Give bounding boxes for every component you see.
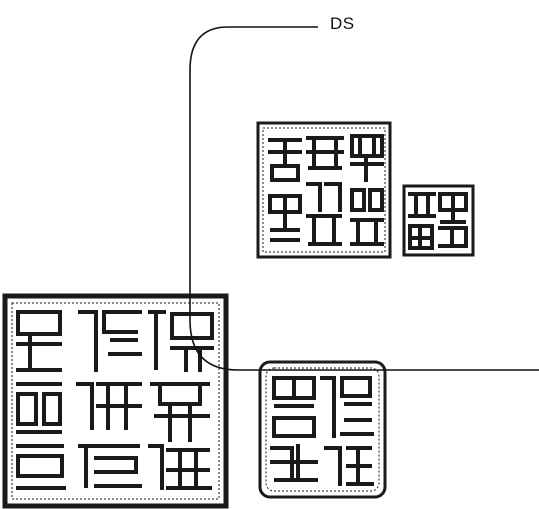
seal-glyph bbox=[78, 444, 142, 488]
seal-glyph bbox=[408, 224, 434, 250]
seal-glyph bbox=[268, 138, 302, 182]
seal-bottom-middle bbox=[258, 360, 387, 499]
seal-glyph bbox=[268, 194, 302, 242]
seal-large-bottom-left bbox=[2, 293, 229, 509]
ds-leader-line bbox=[189, 26, 539, 371]
seal-glyph bbox=[148, 310, 214, 372]
seal-glyph bbox=[306, 136, 344, 170]
seal-glyph bbox=[324, 446, 374, 486]
seal-glyph bbox=[350, 134, 384, 182]
seal-glyph bbox=[16, 382, 62, 434]
seal-glyph bbox=[270, 444, 318, 482]
seal-glyph bbox=[78, 310, 142, 372]
seal-small-upper-right bbox=[402, 184, 475, 257]
seal-glyph bbox=[76, 382, 142, 430]
seal-glyph bbox=[150, 382, 210, 442]
seal-glyph bbox=[306, 182, 342, 246]
ds-label: DS bbox=[330, 14, 355, 33]
seal-glyph bbox=[16, 310, 62, 372]
seal-glyph bbox=[320, 376, 374, 438]
seal-upper-middle bbox=[256, 121, 392, 259]
seal-glyph bbox=[350, 188, 384, 246]
seal-glyph bbox=[438, 192, 468, 224]
seal-glyph bbox=[272, 376, 316, 438]
seal-glyph bbox=[438, 226, 468, 248]
seal-glyph bbox=[408, 192, 436, 218]
seal-glyph bbox=[16, 444, 66, 490]
seal-glyph bbox=[148, 444, 212, 490]
